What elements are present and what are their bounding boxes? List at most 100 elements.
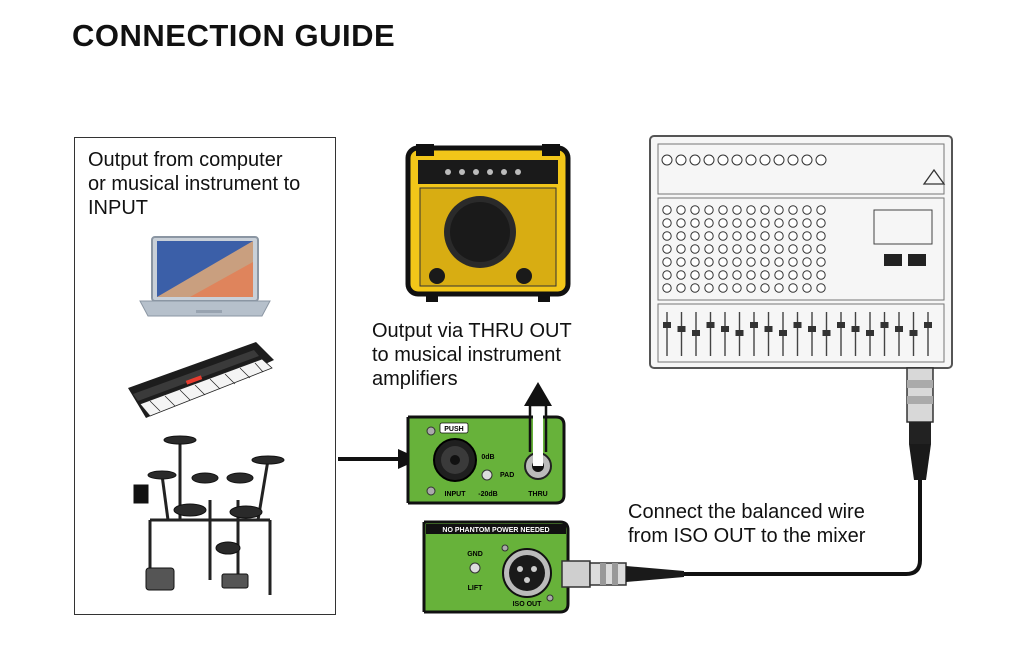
mixer-knob xyxy=(774,257,784,267)
mixer-knob xyxy=(703,154,715,166)
mixer-knob xyxy=(760,205,770,215)
mixer-knob xyxy=(676,218,686,228)
mixer-knob xyxy=(704,283,714,293)
mixer-knob xyxy=(676,231,686,241)
thru-jack-label: THRU xyxy=(528,491,547,498)
thru-out-instruction-label: Output via THRU OUT to musical instrumen… xyxy=(372,320,572,390)
mixer-knob xyxy=(662,270,672,280)
mixer-fader-cap xyxy=(837,322,845,328)
phantom-power-banner: NO PHANTOM POWER NEEDED xyxy=(442,527,549,534)
mixer-knob xyxy=(718,218,728,228)
mixer-knob xyxy=(676,244,686,254)
mixer-knob xyxy=(661,154,673,166)
mixer-knob xyxy=(760,244,770,254)
thru-out-arrow-icon xyxy=(524,382,552,452)
mixer-knob xyxy=(760,257,770,267)
mixer-knob xyxy=(732,218,742,228)
page-title: CONNECTION GUIDE xyxy=(72,18,396,53)
mixer-knob xyxy=(718,231,728,241)
mixer-knob xyxy=(676,257,686,267)
mixer-knob xyxy=(788,244,798,254)
mixer-knob xyxy=(746,270,756,280)
pad-label: PAD xyxy=(500,472,514,479)
mixer-knob xyxy=(746,244,756,254)
mixer-knob xyxy=(802,244,812,254)
mixer-knob xyxy=(788,270,798,280)
mixer-knob xyxy=(774,218,784,228)
mixer-knob xyxy=(816,231,826,241)
minus-20db-label: -20dB xyxy=(478,491,497,498)
mixer-knob xyxy=(690,231,700,241)
zero-db-label: 0dB xyxy=(481,454,494,461)
input-instruction-label: Output from computer or musical instrume… xyxy=(88,149,301,219)
mixer-fader-cap xyxy=(706,322,715,328)
mixer-knob xyxy=(732,270,742,280)
mixer-knob xyxy=(746,257,756,267)
mixer-knob xyxy=(801,154,813,166)
mixer-knob xyxy=(816,283,826,293)
mixer-knob xyxy=(788,218,798,228)
mixer-knob xyxy=(774,205,784,215)
mixer-fader-cap xyxy=(735,330,744,336)
mixer-fader-cap xyxy=(793,322,802,328)
mixer-knob xyxy=(718,283,728,293)
drum-pads-icon xyxy=(133,435,285,591)
mixer-knob xyxy=(774,283,784,293)
mixer-knob xyxy=(732,244,742,254)
mixer-knob xyxy=(718,205,728,215)
mixer-knob xyxy=(788,205,798,215)
mixer-knob xyxy=(690,257,700,267)
mixer-knob xyxy=(717,154,729,166)
mixer-fader-cap xyxy=(851,326,860,332)
mixer-knob xyxy=(662,218,672,228)
mixer-knob xyxy=(745,154,757,166)
mixer-knob xyxy=(816,270,826,280)
mixer-knob xyxy=(732,231,742,241)
mixer-knob xyxy=(718,257,728,267)
mixer-knob xyxy=(816,218,826,228)
mixer-knob xyxy=(718,244,728,254)
mixer-knob xyxy=(690,218,700,228)
mixer-fader-cap xyxy=(880,322,889,328)
mixer-icon xyxy=(649,135,953,369)
mixer-fader-cap xyxy=(663,322,671,328)
mixer-knob xyxy=(802,231,812,241)
input-jack-label: INPUT xyxy=(445,491,467,498)
mixer-knob xyxy=(815,154,827,166)
mixer-faders xyxy=(663,312,932,356)
mixer-knob xyxy=(662,257,672,267)
mixer-knob xyxy=(774,244,784,254)
mixer-knob xyxy=(662,244,672,254)
mixer-knob xyxy=(760,283,770,293)
mixer-knob xyxy=(816,257,826,267)
xlr-connector-icon xyxy=(906,367,934,480)
mixer-fader-cap xyxy=(924,322,932,328)
mixer-knob xyxy=(802,283,812,293)
mixer-knob xyxy=(802,218,812,228)
mixer-knob xyxy=(802,257,812,267)
mixer-knob xyxy=(787,154,799,166)
mixer-knob xyxy=(704,244,714,254)
mixer-knob xyxy=(788,283,798,293)
mixer-knob xyxy=(746,205,756,215)
xlr-plug-icon xyxy=(561,560,684,588)
mixer-knob xyxy=(690,283,700,293)
mixer-knob xyxy=(788,231,798,241)
gnd-label: GND xyxy=(467,551,483,558)
mixer-knob xyxy=(675,154,687,166)
mixer-fader-cap xyxy=(692,330,700,336)
mixer-knob xyxy=(816,244,826,254)
mixer-knob xyxy=(732,283,742,293)
mixer-knob xyxy=(718,270,728,280)
mixer-knob xyxy=(732,205,742,215)
mixer-knob xyxy=(760,231,770,241)
mixer-fader-cap xyxy=(764,326,773,332)
mixer-knob xyxy=(690,205,700,215)
mixer-knob xyxy=(802,205,812,215)
mixer-fader-cap xyxy=(909,330,918,336)
mixer-knob xyxy=(662,205,672,215)
mixer-knob xyxy=(662,283,672,293)
mixer-fader-cap xyxy=(822,330,831,336)
push-label: PUSH xyxy=(444,426,463,433)
